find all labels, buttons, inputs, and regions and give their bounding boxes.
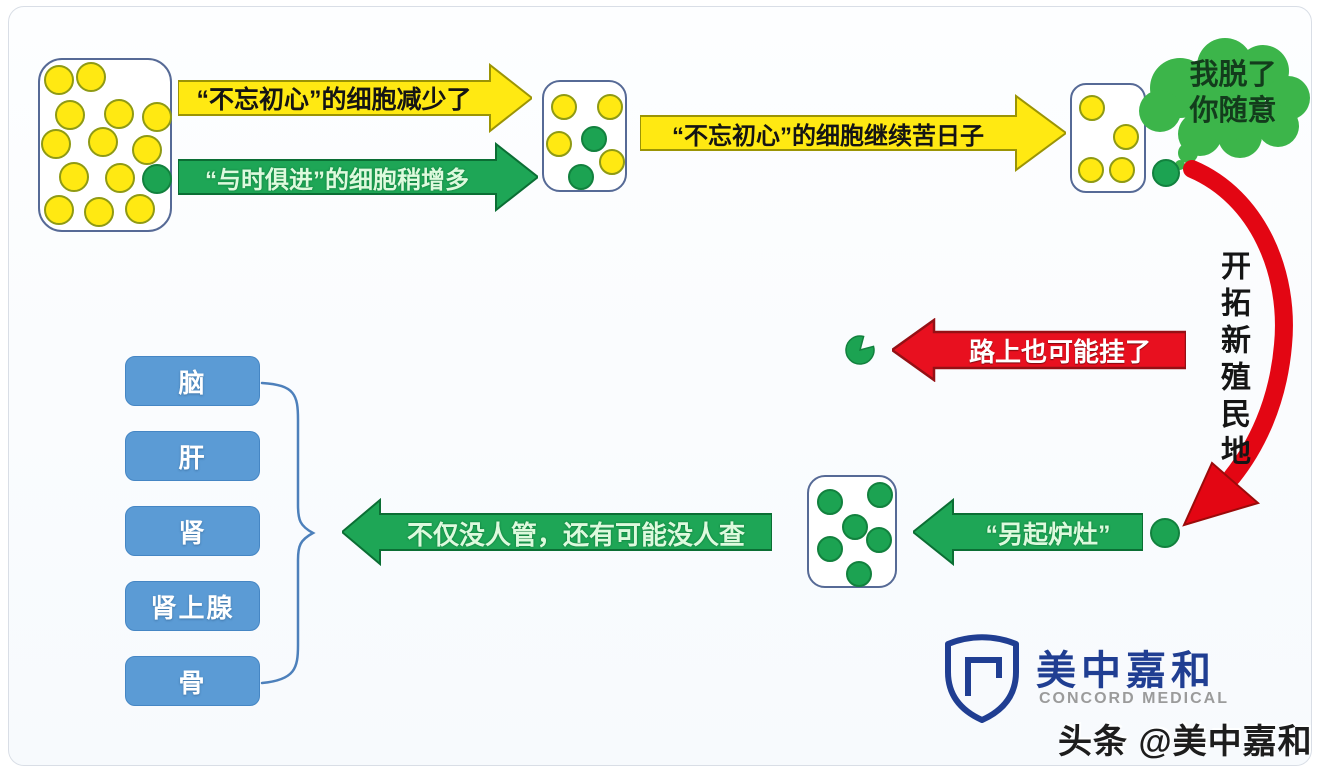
green-cell (842, 514, 868, 540)
yellow-cell (76, 62, 106, 92)
dying-cell-icon (845, 335, 875, 365)
green-cell (867, 482, 893, 508)
yellow-cell (105, 163, 135, 193)
bubble-line-2: 你随意 (1189, 95, 1277, 127)
yellow-cell (599, 149, 625, 175)
arrow-cells-decrease (178, 63, 532, 133)
persisting-tumor-box (1070, 83, 1146, 193)
escaping-cell (1152, 159, 1180, 187)
yellow-cell (125, 194, 155, 224)
organ-box-adrenal: 肾上腺 (125, 581, 260, 631)
yellow-cell (551, 94, 577, 120)
arrow-cells-increase (178, 142, 538, 212)
organ-label-brain: 脑 (178, 367, 207, 398)
organ-label-liver: 肝 (178, 442, 207, 473)
organ-label-kidney: 肾 (178, 517, 207, 548)
organ-box-liver: 肝 (125, 431, 260, 481)
colonize-curved-arrow (1182, 160, 1293, 527)
organ-box-bone: 骨 (125, 656, 260, 706)
metastasis-colony-box (807, 475, 897, 588)
yellow-cell (59, 162, 89, 192)
organ-box-brain: 脑 (125, 356, 260, 406)
arrow-restart (913, 498, 1143, 566)
yellow-cell (55, 100, 85, 130)
arrived-cell (1150, 518, 1180, 548)
arrow-unchecked (342, 498, 772, 566)
yellow-cell (597, 94, 623, 120)
yellow-cell (84, 197, 114, 227)
logo-name: 美中嘉和 (1036, 649, 1216, 693)
primary-tumor-box (38, 58, 172, 232)
concord-medical-shield-icon (945, 634, 1019, 723)
bubble-line-1: 我脱了 (1189, 59, 1277, 91)
green-cell (817, 536, 843, 562)
yellow-cell (132, 135, 162, 165)
organ-label-bone: 骨 (178, 667, 207, 698)
thought-cloud (1139, 38, 1310, 170)
green-cell (817, 489, 843, 515)
green-cell (581, 126, 607, 152)
yellow-cell (1079, 95, 1105, 121)
yellow-cell (44, 195, 74, 225)
green-cell (866, 527, 892, 553)
yellow-cell (1113, 124, 1139, 150)
colonize-label: 开拓新殖民地 (1216, 250, 1249, 472)
yellow-cell (546, 131, 572, 157)
yellow-cell (88, 127, 118, 157)
yellow-cell (1078, 157, 1104, 183)
arrow-cells-continue (640, 94, 1066, 172)
arrow-die-on-way (892, 318, 1186, 382)
yellow-cell (142, 102, 172, 132)
organ-brace (260, 381, 316, 685)
logo-subtitle: CONCORD MEDICAL (1039, 690, 1229, 707)
green-cell (846, 561, 872, 587)
yellow-cell (1109, 157, 1135, 183)
yellow-cell (41, 129, 71, 159)
organ-box-kidney: 肾 (125, 506, 260, 556)
organ-label-adrenal: 肾上腺 (150, 592, 235, 623)
watermark: 头条 @美中嘉和 (1058, 723, 1313, 761)
green-cell (142, 164, 172, 194)
yellow-cell (104, 99, 134, 129)
yellow-cell (44, 65, 74, 95)
shrunk-tumor-box (542, 80, 627, 192)
green-cell (568, 164, 594, 190)
